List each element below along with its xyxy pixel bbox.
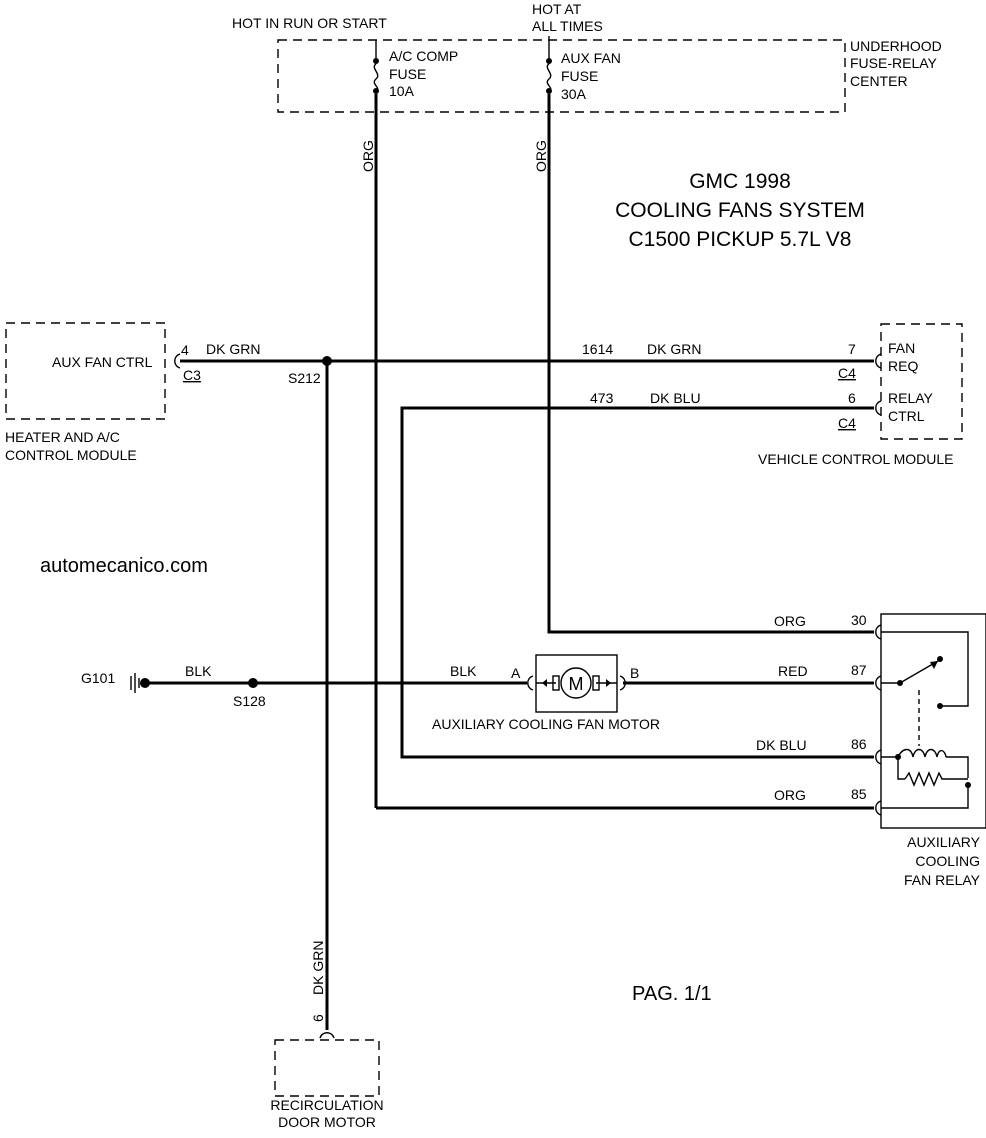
recirc-connector-icon: [319, 1032, 335, 1039]
ground-icon: [130, 673, 140, 693]
aux-fuse-label-line2: FUSE: [561, 68, 598, 84]
splice-s128-dot: [248, 678, 258, 688]
fuse-center-label-line3: CENTER: [850, 73, 908, 89]
title-line2: COOLING FANS SYSTEM: [615, 199, 865, 222]
relay-pin85-connector-icon: [875, 800, 882, 816]
ac-comp-fuse-icon: [373, 40, 379, 94]
hot-all-times-line2: ALL TIMES: [532, 18, 603, 34]
recirc-motor-box: [274, 1039, 380, 1097]
hvac-pin-number: 4: [181, 342, 189, 358]
aux-fuse-label-line3: 30A: [561, 86, 587, 102]
relay-label-line3: FAN RELAY: [904, 872, 981, 888]
wire-label-dk-blu-top: DK BLU: [650, 390, 701, 406]
vcm-pin6-label-line2: CTRL: [888, 408, 925, 424]
wire-label-red-87: RED: [778, 663, 808, 679]
vcm-pin7-label-line2: REQ: [888, 358, 918, 374]
ground-g101-label: G101: [81, 670, 115, 686]
relay-label-line1: AUXILIARY: [907, 834, 981, 850]
hvac-label-line1: HEATER AND A/C: [5, 429, 120, 445]
vcm-pin7-connector-icon: [875, 353, 882, 369]
title-line3: C1500 PICKUP 5.7L V8: [629, 228, 852, 251]
hvac-module-box: [5, 322, 166, 420]
aux-fuse-label-line1: AUX FAN: [561, 50, 621, 66]
wire-label-org-left: ORG: [360, 140, 376, 172]
wire-label-blk-left: BLK: [185, 663, 212, 679]
fuse-center-box: [277, 39, 846, 113]
hot-run-start-label: HOT IN RUN OR START: [232, 15, 387, 31]
vcm-pin6-connector: C4: [838, 415, 856, 431]
relay-switch-icon: [881, 631, 969, 746]
recirc-label-line1: RECIRCULATION: [270, 1097, 383, 1113]
title-line1: GMC 1998: [689, 170, 791, 193]
relay-pin87: 87: [851, 662, 867, 678]
vcm-pin7-label-line1: FAN: [888, 340, 915, 356]
relay-label-line2: COOLING: [915, 853, 980, 869]
wire-label-1614: 1614: [582, 341, 613, 357]
ac-fuse-label-line3: 10A: [389, 83, 415, 99]
vcm-pin7-number: 7: [848, 341, 856, 357]
relay-pin86-connector-icon: [875, 749, 882, 765]
wire-label-dk-grn-right: DK GRN: [647, 341, 701, 357]
vcm-pin6-connector-icon: [875, 400, 882, 416]
wire-label-org-right: ORG: [533, 140, 549, 172]
ac-fuse-label-line1: A/C COMP: [389, 48, 458, 64]
relay-pin30-connector-icon: [875, 624, 882, 640]
hot-all-times-line1: HOT AT: [532, 1, 582, 17]
motor-label: AUXILIARY COOLING FAN MOTOR: [432, 716, 660, 732]
recirc-pin: 6: [310, 1014, 326, 1022]
wire-label-dk-grn-vertical: DK GRN: [310, 941, 326, 995]
splice-s128-label: S128: [233, 693, 266, 709]
vcm-pin6-number: 6: [848, 390, 856, 406]
page-label: PAG. 1/1: [632, 983, 712, 1005]
relay-box: [880, 613, 986, 829]
wire-label-org-85: ORG: [774, 787, 806, 803]
relay-pin30: 30: [851, 612, 867, 628]
fuse-center-label-line2: FUSE-RELAY: [850, 55, 938, 71]
hvac-connector-icon: [174, 353, 181, 369]
hvac-label-line2: CONTROL MODULE: [5, 447, 137, 463]
motor-pin-a: A: [511, 665, 521, 681]
motor-symbol: M: [569, 674, 584, 694]
motor-pin-b: B: [630, 665, 639, 681]
vcm-pin7-connector: C4: [838, 365, 856, 381]
vcm-pin6-label-line1: RELAY: [888, 390, 934, 406]
recirc-label-line2: DOOR MOTOR: [278, 1114, 376, 1130]
fuse-center-label-line1: UNDERHOOD: [850, 38, 942, 54]
relay-pin86: 86: [851, 736, 867, 752]
wire-label-org-30: ORG: [774, 613, 806, 629]
hvac-pin-label: AUX FAN CTRL: [52, 354, 153, 370]
aux-fan-fuse-icon: [546, 36, 552, 94]
wire-label-blk-right: BLK: [450, 663, 477, 679]
motor-icon: [536, 667, 617, 699]
hvac-connector: C3: [183, 367, 201, 383]
wire-label-473: 473: [590, 390, 614, 406]
wire-org-aux: [547, 94, 874, 634]
relay-pin85: 85: [851, 786, 867, 802]
website-label: automecanico.com: [40, 555, 208, 577]
vcm-box: [880, 323, 963, 440]
relay-pin87-connector-icon: [875, 675, 882, 691]
motor-pin-a-connector-icon: [527, 675, 534, 691]
vcm-label: VEHICLE CONTROL MODULE: [758, 451, 954, 467]
splice-s212-label: S212: [288, 370, 321, 386]
wire-dk-blu: [400, 406, 874, 759]
wire-label-dk-grn-left: DK GRN: [206, 341, 260, 357]
wire-label-dk-blu-86: DK BLU: [756, 737, 807, 753]
relay-coil-icon: [881, 748, 971, 809]
ac-fuse-label-line2: FUSE: [389, 66, 426, 82]
